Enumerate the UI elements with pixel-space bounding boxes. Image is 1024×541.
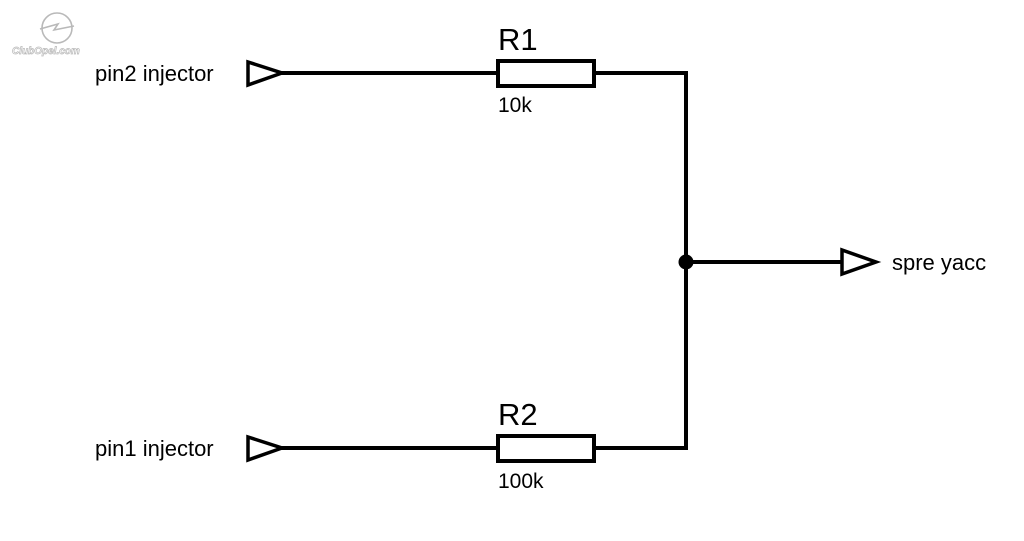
output-port: spre yacc bbox=[840, 247, 986, 277]
resistor-r1-value: 10k bbox=[498, 94, 532, 117]
input-port-pin2: pin2 injector bbox=[95, 59, 288, 88]
input-port-pin1: pin1 injector bbox=[95, 434, 288, 463]
watermark: ClubOpel.com bbox=[12, 12, 80, 57]
resistor-r1-body bbox=[496, 59, 596, 88]
input-label-pin1: pin1 injector bbox=[95, 436, 214, 461]
resistor-r2-value: 100k bbox=[498, 470, 544, 493]
port-arrow-icon bbox=[840, 247, 882, 277]
resistor-r2: R2 100k bbox=[496, 397, 596, 493]
watermark-text: ClubOpel.com bbox=[12, 46, 80, 57]
resistor-r2-ref: R2 bbox=[498, 397, 538, 432]
wires bbox=[280, 71, 844, 450]
resistor-r2-body bbox=[496, 434, 596, 463]
junction-dot bbox=[678, 254, 694, 270]
port-arrow-icon bbox=[246, 434, 288, 463]
opel-logo-icon bbox=[39, 12, 75, 44]
input-label-pin2: pin2 injector bbox=[95, 61, 214, 86]
output-label: spre yacc bbox=[892, 250, 986, 275]
port-arrow-icon bbox=[246, 59, 288, 88]
resistor-r1-ref: R1 bbox=[498, 22, 538, 57]
resistor-r1: R1 10k bbox=[496, 22, 596, 117]
